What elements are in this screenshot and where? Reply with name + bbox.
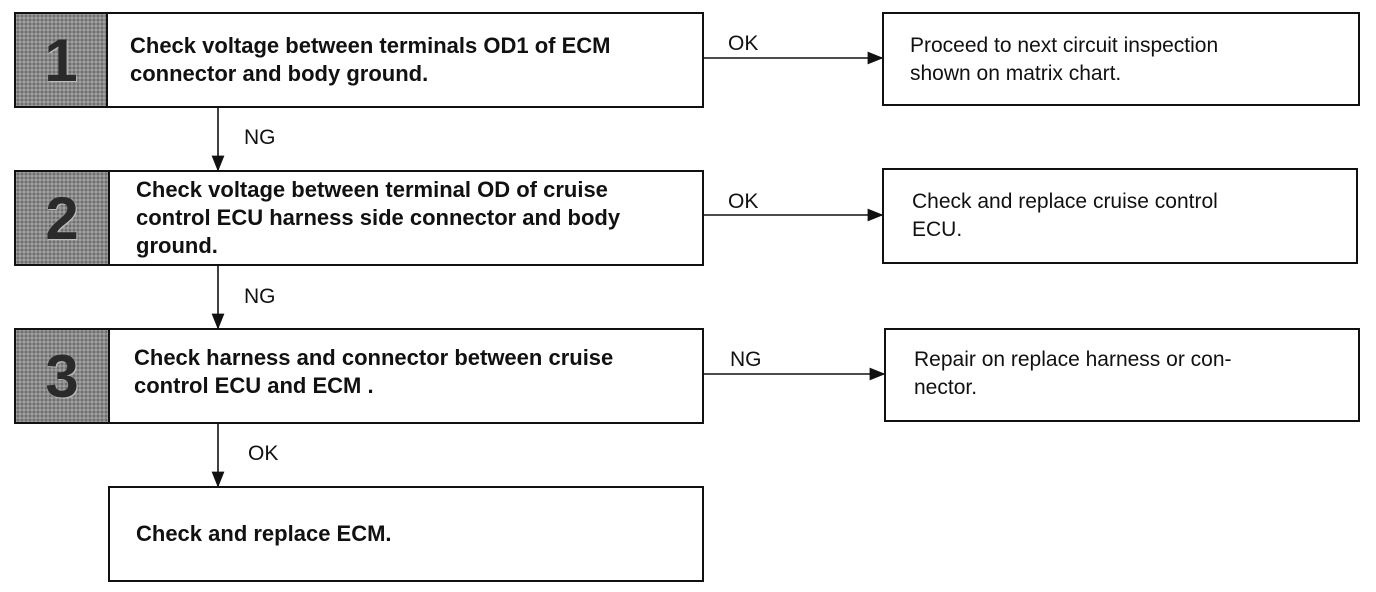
result-2-text: Check and replace cruise control ECU. [912, 190, 1218, 241]
label-step1-ng: NG [244, 126, 276, 149]
step-1-number: 1 [44, 26, 78, 94]
final-text: Check and replace ECM. [136, 521, 392, 546]
result-3-text: Repair on replace harness or con- nector… [914, 348, 1232, 399]
step-2-number-tab: 2 [14, 170, 110, 266]
step-2-text: Check voltage between terminal OD of cru… [136, 177, 621, 258]
result-2-box: Check and replace cruise control ECU. [882, 168, 1358, 264]
label-step3-ng: NG [730, 348, 762, 371]
label-step3-ok: OK [248, 442, 279, 465]
step-3-number: 3 [45, 342, 79, 410]
step-1-text: Check voltage between terminals OD1 of E… [130, 33, 611, 86]
step-1-number-tab: 1 [14, 12, 108, 108]
step-2-box: Check voltage between terminal OD of cru… [108, 170, 704, 266]
step-3-text: Check harness and connector between crui… [134, 345, 614, 398]
step-1-box: Check voltage between terminals OD1 of E… [106, 12, 704, 108]
step-3-number-tab: 3 [14, 328, 110, 424]
label-step2-ok: OK [728, 190, 759, 213]
result-1-box: Proceed to next circuit inspection shown… [882, 12, 1360, 106]
final-box: Check and replace ECM. [108, 486, 704, 582]
step-2-number: 2 [45, 184, 79, 252]
label-step2-ng: NG [244, 285, 276, 308]
step-3-box: Check harness and connector between crui… [108, 328, 704, 424]
result-1-text: Proceed to next circuit inspection shown… [910, 34, 1219, 85]
result-3-box: Repair on replace harness or con- nector… [884, 328, 1360, 422]
label-step1-ok: OK [728, 32, 759, 55]
